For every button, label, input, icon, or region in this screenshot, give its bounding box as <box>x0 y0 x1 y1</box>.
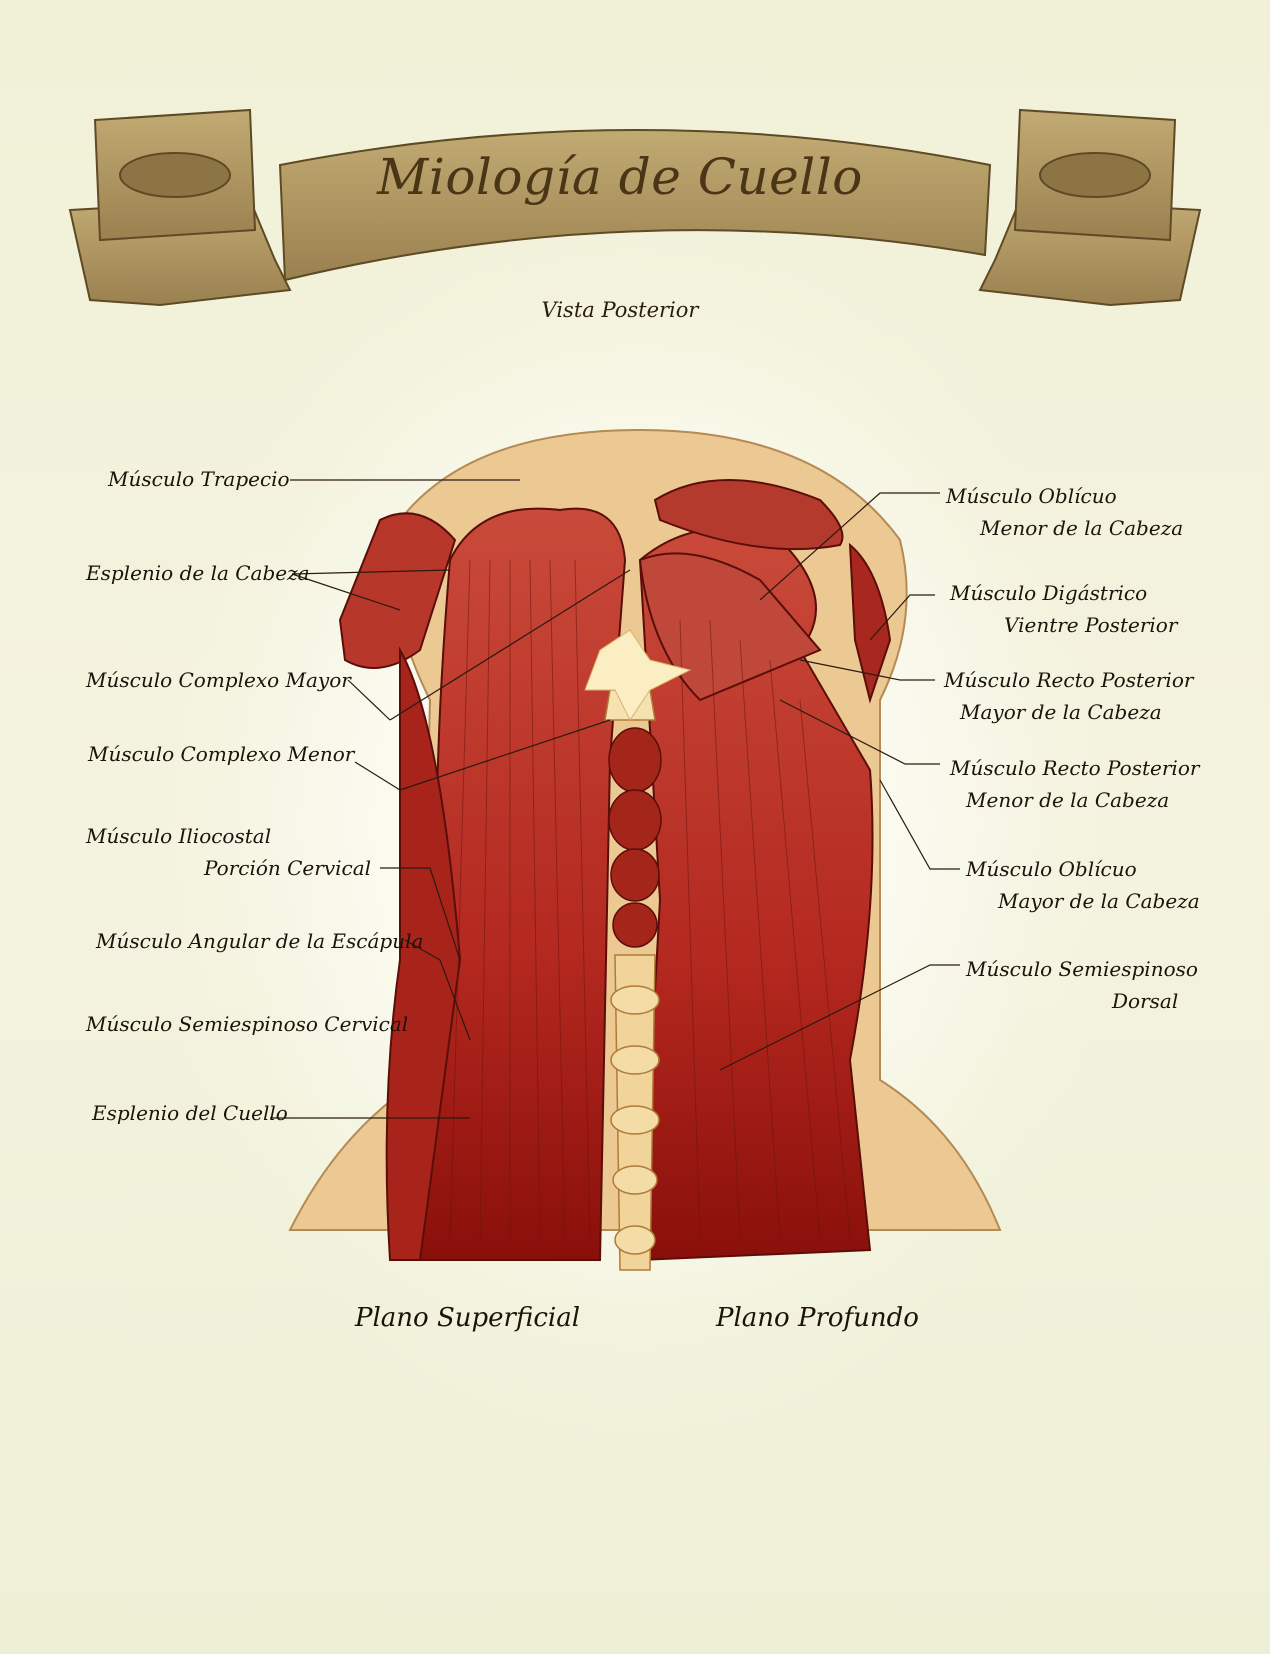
spine <box>604 689 662 1271</box>
label-oblicuo-menor: Músculo Oblícuo Menor de la Cabeza <box>946 480 1183 544</box>
label-semiespinoso-dorsal: Músculo Semiespinoso Dorsal <box>966 953 1198 1017</box>
label-trapecio: Músculo Trapecio <box>108 467 290 491</box>
page-subtitle: Vista Posterior <box>541 298 699 322</box>
label-recto-mayor-line1: Músculo Recto Posterior <box>944 668 1194 692</box>
label-recto-menor-line1: Músculo Recto Posterior <box>950 756 1200 780</box>
muscle-fibers <box>449 559 851 1241</box>
title-banner <box>68 108 1202 307</box>
label-semiespinoso-dorsal-line1: Músculo Semiespinoso <box>966 957 1198 981</box>
banner-left-curl <box>119 152 231 198</box>
occipital-muscle-cap <box>653 479 844 551</box>
label-angular: Músculo Angular de la Escápula <box>96 929 424 953</box>
label-complexo-mayor: Músculo Complexo Mayor <box>86 668 351 692</box>
label-oblicuo-mayor-line2: Mayor de la Cabeza <box>998 889 1200 913</box>
label-esplenio-cabeza: Esplenio de la Cabeza <box>86 561 310 585</box>
label-iliocostal-line1: Músculo Iliocostal <box>86 824 272 848</box>
label-oblicuo-mayor-line1: Músculo Oblícuo <box>966 857 1137 881</box>
label-recto-menor-line2: Menor de la Cabeza <box>966 788 1170 812</box>
caption-plano-profundo: Plano Profundo <box>716 1303 919 1333</box>
label-oblicuo-menor-line2: Menor de la Cabeza <box>980 516 1184 540</box>
label-iliocostal: Músculo Iliocostal Porción Cervical <box>86 820 371 884</box>
caption-plano-superficial: Plano Superficial <box>355 1303 581 1333</box>
label-complexo-menor: Músculo Complexo Menor <box>88 742 355 766</box>
label-recto-menor: Músculo Recto Posterior Menor de la Cabe… <box>950 752 1199 816</box>
label-esplenio-cuello: Esplenio del Cuello <box>92 1101 288 1125</box>
label-recto-mayor-line2: Mayor de la Cabeza <box>960 700 1162 724</box>
banner-main <box>278 129 992 282</box>
label-digastrico: Músculo Digástrico Vientre Posterior <box>950 577 1177 641</box>
label-semiespinoso-cervical: Músculo Semiespinoso Cervical <box>86 1012 409 1036</box>
banner-right-curl <box>1039 152 1151 198</box>
label-iliocostal-line2: Porción Cervical <box>204 856 372 880</box>
label-digastrico-line2: Vientre Posterior <box>1004 613 1178 637</box>
label-digastrico-line1: Músculo Digástrico <box>950 581 1148 605</box>
digastrico-muscle <box>848 542 892 704</box>
oblicuo-muscle <box>638 552 822 702</box>
tendon-star <box>584 629 692 721</box>
leader-lines <box>270 479 960 1119</box>
angular-escapula-muscle <box>385 646 462 1261</box>
label-semiespinoso-dorsal-line2: Dorsal <box>1112 989 1179 1013</box>
esplenio-cabeza-muscle <box>338 512 457 669</box>
label-oblicuo-menor-line1: Músculo Oblícuo <box>946 484 1117 508</box>
page-title: Miología de Cuello <box>377 148 863 206</box>
label-recto-mayor: Músculo Recto Posterior Mayor de la Cabe… <box>944 664 1193 728</box>
label-oblicuo-mayor: Músculo Oblícuo Mayor de la Cabeza <box>966 853 1200 917</box>
